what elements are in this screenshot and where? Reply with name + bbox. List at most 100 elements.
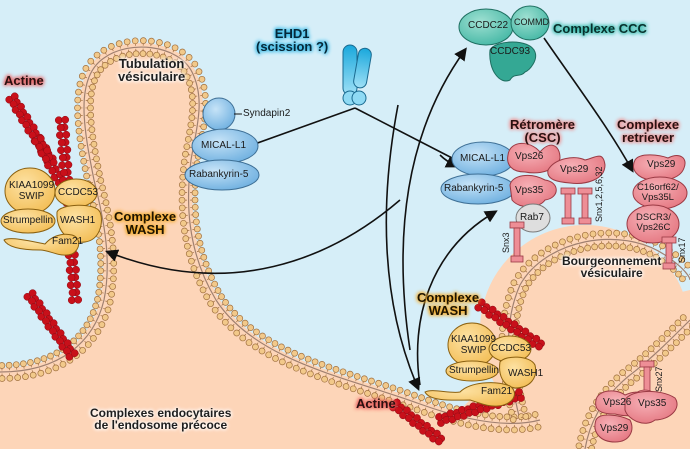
wash-complex-bottom (424, 322, 537, 407)
actin-monomer (57, 138, 66, 147)
actin-monomer (515, 388, 523, 396)
lipid-head (185, 54, 193, 61)
lipid-head (171, 44, 179, 52)
protein-rab7: Rab7 (520, 212, 544, 223)
lipid-head (531, 411, 539, 418)
lipid-head (52, 364, 60, 372)
lipid-head (258, 347, 266, 355)
lipid-head (522, 285, 529, 292)
lipid-head (76, 135, 84, 143)
lipid-head (292, 364, 300, 372)
lipid-head (360, 375, 368, 383)
lipid-head (37, 369, 45, 377)
lipid-head (403, 389, 411, 396)
lipid-head (191, 189, 199, 197)
lipid-head (679, 314, 687, 321)
lipid-head (582, 419, 589, 427)
lipid-head (188, 257, 195, 265)
actin-monomer (56, 123, 65, 132)
lipid-head (489, 412, 496, 420)
lipid-head (598, 242, 606, 250)
protein-commd: COMMD (514, 17, 549, 27)
lipid-head (678, 334, 686, 341)
lipid-head (201, 91, 209, 99)
lipid-head (6, 374, 14, 382)
lipid-head (97, 260, 105, 267)
lipid-head (667, 344, 675, 352)
lipid-head (589, 437, 597, 445)
lipid-head (464, 421, 472, 429)
protein-dscr3: DSCR3/ Vps26C (636, 212, 671, 233)
protein-fam21-bottom: Fam21 (481, 386, 513, 397)
lipid-head (108, 290, 115, 298)
lipid-head (418, 394, 425, 401)
lipid-head (211, 280, 219, 288)
lipid-head (156, 39, 163, 46)
lipid-head (87, 111, 95, 119)
lipid-head (79, 346, 86, 354)
lipid-head (200, 253, 208, 261)
arrow-to-actin-bottom (385, 104, 421, 391)
actin-monomer (66, 258, 75, 267)
lipid-head (70, 337, 78, 345)
protein-syndapin2: Syndapin2 (243, 108, 291, 119)
lipid-head (640, 248, 647, 255)
protein-vps29-snx27: Vps29 (600, 423, 629, 434)
lipid-head (139, 50, 147, 57)
lipid-head (588, 444, 596, 449)
lipid-head (502, 301, 510, 309)
lipid-head (218, 293, 225, 300)
protein-snx1256: Snx1,2,5,6,32 (594, 166, 604, 222)
lipid-head (480, 424, 487, 432)
lipid-head (109, 283, 116, 290)
lipid-head (208, 274, 215, 281)
lipid-head (178, 181, 186, 189)
lipid-head (148, 37, 155, 45)
actin-monomer (67, 273, 76, 282)
protein-vps26-snx27: Vps26 (603, 397, 632, 408)
actin-monomer (477, 298, 486, 307)
lipid-head (669, 324, 676, 332)
lipid-head (241, 319, 249, 327)
lipid-head (214, 287, 222, 294)
lipid-head (272, 355, 279, 362)
lipid-head (179, 48, 186, 56)
protein-ccdc53-left: CCDC53 (58, 187, 99, 198)
lipid-head (252, 343, 259, 351)
actin-monomer (535, 342, 543, 351)
lipid-head (413, 406, 421, 414)
lipid-head (259, 332, 266, 340)
lipid-head (202, 260, 210, 268)
bottom-right-membrane (584, 319, 690, 449)
lipid-head (236, 314, 244, 322)
lipid-head (79, 150, 86, 158)
lipid-head (104, 306, 112, 314)
lipid-head (105, 214, 113, 221)
lipid-head (86, 315, 94, 323)
lipid-head (139, 37, 147, 44)
left-blue-proteins (184, 97, 260, 191)
lipid-head (357, 387, 364, 395)
lipid-head (123, 38, 131, 46)
lipid-head (188, 114, 196, 121)
lipid-head (47, 352, 54, 360)
lipid-head (188, 93, 196, 100)
lipid-head (385, 396, 393, 404)
lipid-head (678, 256, 686, 263)
lipid-head (107, 43, 115, 50)
lipid-head (195, 232, 202, 240)
lipid-head (189, 100, 196, 107)
arrow-to-ccc (402, 47, 467, 351)
lipid-head (239, 334, 247, 342)
lipid-head (539, 264, 547, 272)
lipid-head (187, 86, 195, 94)
lipid-head (612, 242, 620, 250)
lipid-head (472, 423, 480, 430)
lipid-head (94, 162, 102, 170)
lipid-head (328, 378, 336, 386)
lipid-head (75, 127, 83, 135)
lipid-head (185, 250, 193, 258)
lipid-head (186, 79, 193, 87)
lipid-head (178, 196, 186, 204)
protein-vps29-csc: Vps29 (560, 164, 589, 175)
